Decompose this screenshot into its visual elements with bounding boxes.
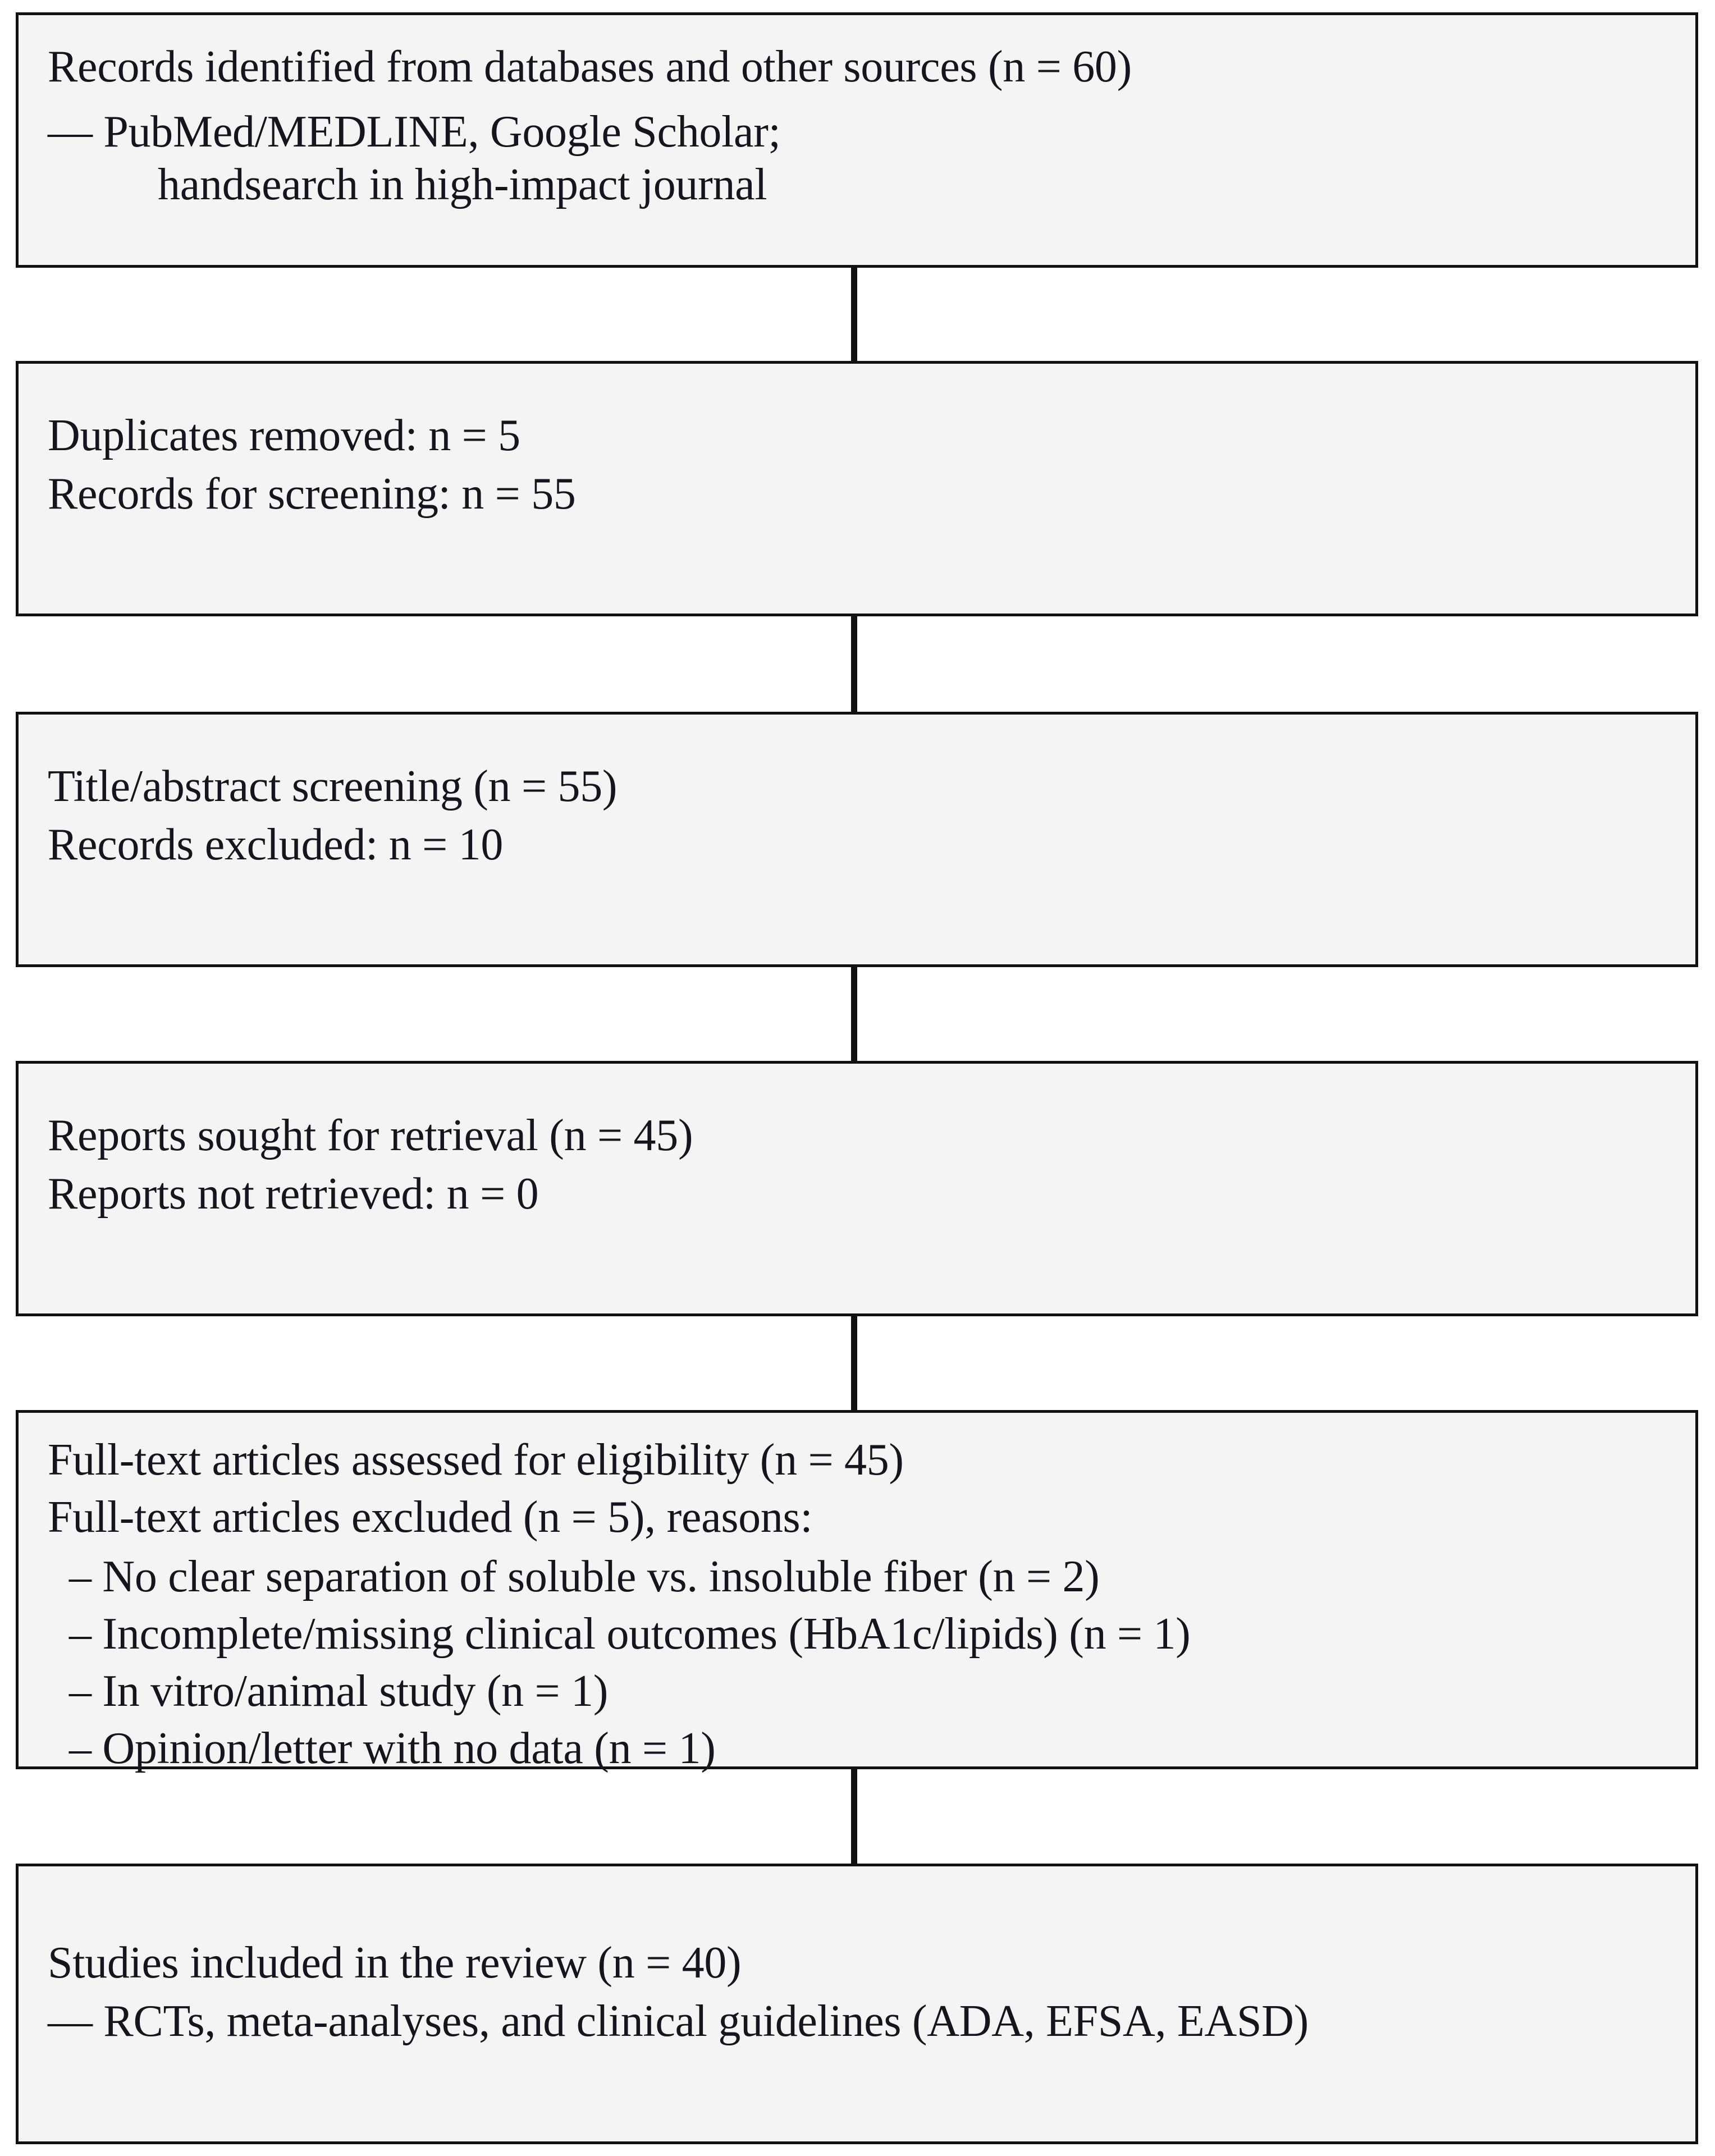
flow-box-screening: Title/abstract screening (n = 55) Record…: [16, 712, 1698, 967]
identification-line-2: — PubMed/MEDLINE, Google Scholar;: [48, 107, 781, 157]
screening-line-1: Title/abstract screening (n = 55): [48, 762, 618, 811]
identification-line-3: handsearch in high-impact journal: [158, 160, 767, 209]
flow-box-duplicates: Duplicates removed: n = 5 Records for sc…: [16, 361, 1698, 616]
flow-box-identification: Records identified from databases and ot…: [16, 12, 1698, 268]
connector-identification-to-duplicates: [851, 268, 857, 367]
eligibility-exclusion-reason-2: – Incomplete/missing clinical outcomes (…: [69, 1609, 1191, 1659]
eligibility-exclusion-reason-4: – Opinion/letter with no data (n = 1): [69, 1724, 716, 1773]
eligibility-line-1: Full-text articles assessed for eligibil…: [48, 1435, 904, 1485]
retrieval-line-1: Reports sought for retrieval (n = 45): [48, 1111, 693, 1160]
eligibility-exclusion-reason-1: – No clear separation of soluble vs. ins…: [69, 1552, 1100, 1601]
duplicates-line-1: Duplicates removed: n = 5: [48, 411, 520, 460]
screening-line-2: Records excluded: n = 10: [48, 820, 504, 869]
flow-box-included: Studies included in the review (n = 40) …: [16, 1864, 1698, 2144]
eligibility-exclusion-reason-3: – In vitro/animal study (n = 1): [69, 1667, 609, 1716]
duplicates-line-2: Records for screening: n = 55: [48, 469, 576, 519]
included-line-2: — RCTs, meta-analyses, and clinical guid…: [48, 1997, 1309, 2046]
connector-duplicates-to-screening: [851, 616, 857, 717]
flow-box-retrieval: Reports sought for retrieval (n = 45) Re…: [16, 1061, 1698, 1316]
connector-eligibility-to-included: [851, 1769, 857, 1869]
flow-box-eligibility: Full-text articles assessed for eligibil…: [16, 1410, 1698, 1773]
eligibility-line-2: Full-text articles excluded (n = 5), rea…: [48, 1493, 813, 1542]
identification-line-1: Records identified from databases and ot…: [48, 42, 1132, 91]
connector-screening-to-retrieval: [851, 967, 857, 1066]
included-line-1: Studies included in the review (n = 40): [48, 1938, 742, 1988]
connector-retrieval-to-eligibility: [851, 1316, 857, 1416]
retrieval-line-2: Reports not retrieved: n = 0: [48, 1169, 539, 1219]
